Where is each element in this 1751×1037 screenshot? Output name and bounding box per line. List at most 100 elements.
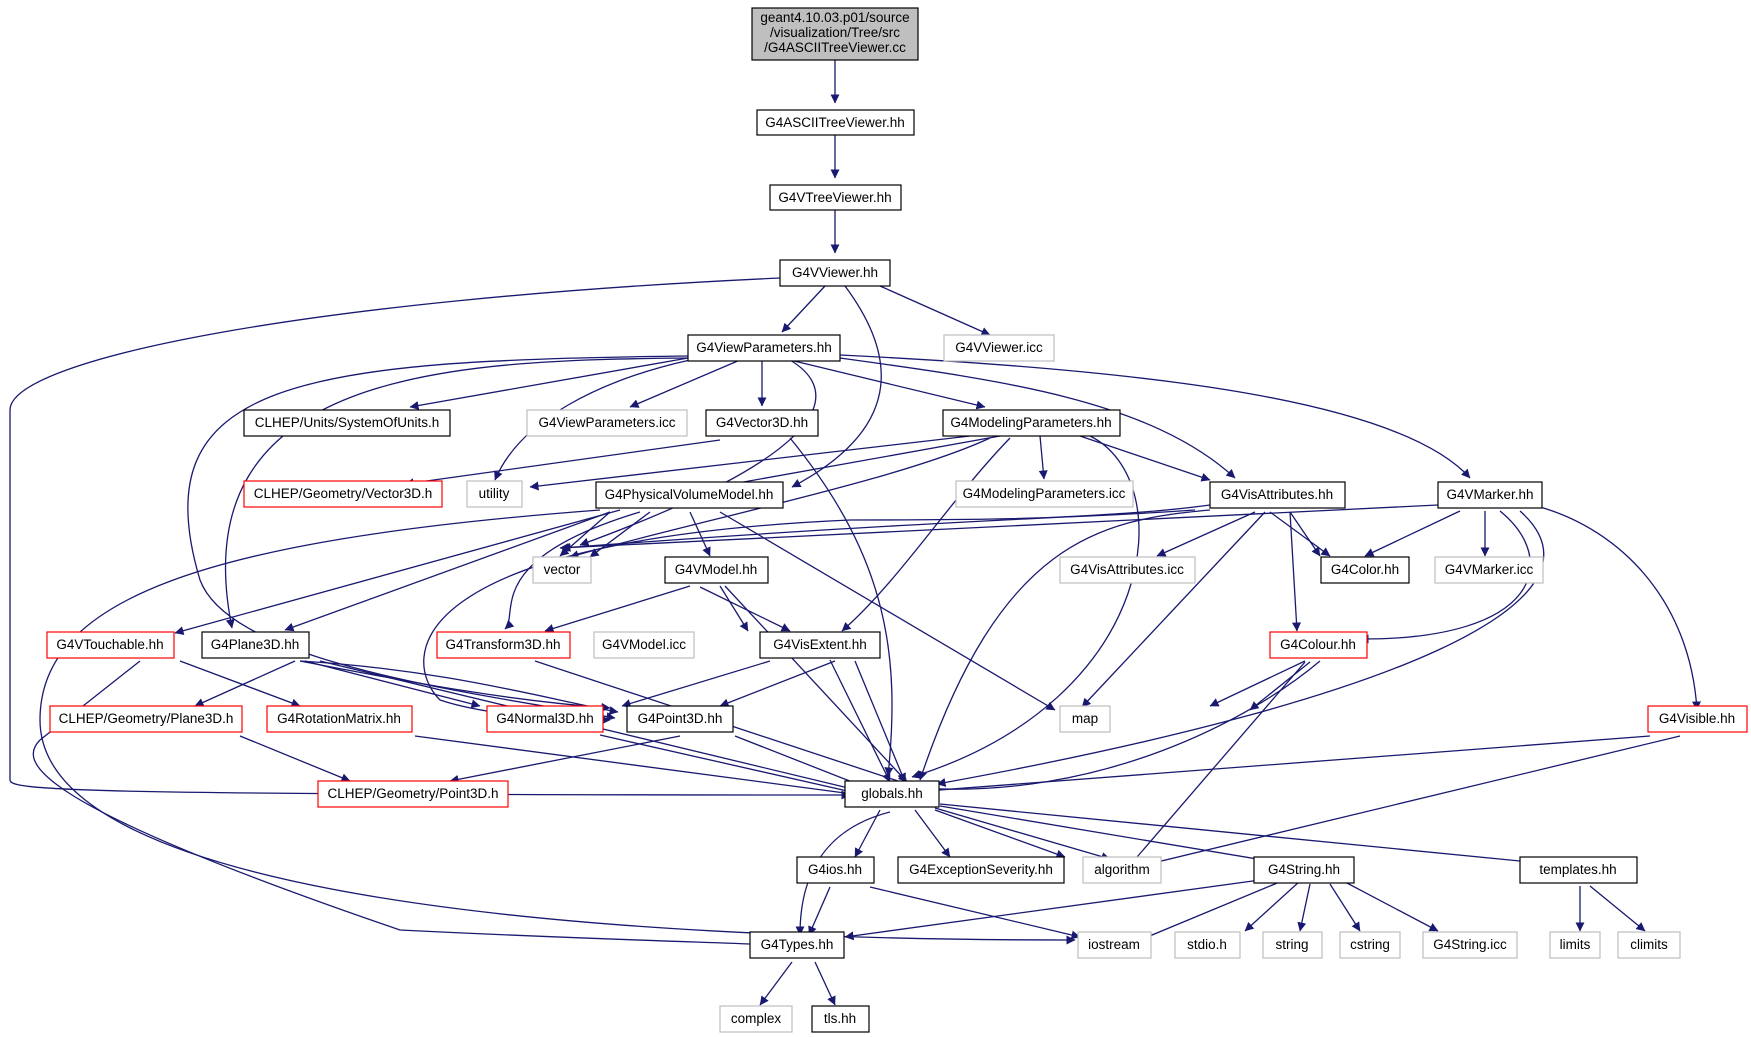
node-g4physicalvolumemodel[interactable]: G4PhysicalVolumeModel.hh [595,481,784,509]
node-label: G4ViewParameters.hh [696,340,832,355]
node-vector[interactable]: vector [532,556,592,584]
node-g4vector3d[interactable]: G4Vector3D.hh [705,409,819,437]
edge [1209,660,1306,707]
root-file-path-line-2: /visualization/Tree/src [770,25,900,40]
node-g4rotationmatrix[interactable]: G4RotationMatrix.hh [266,705,413,733]
edge [1081,511,1266,708]
node-label: G4String.icc [1433,937,1507,952]
edge [854,660,906,783]
node-clhep-geometry-vector3d[interactable]: CLHEP/Geometry/Vector3D.h [243,480,443,508]
node-climits[interactable]: climits [1617,931,1681,959]
edge [239,735,351,782]
node-g4vtreeviewer[interactable]: G4VTreeViewer.hh [769,184,902,211]
edge [841,437,1011,632]
node-g4viewparameters-icc[interactable]: G4ViewParameters.icc [526,409,688,437]
node-label: utility [479,486,510,501]
node-g4string-icc[interactable]: G4String.icc [1422,931,1518,959]
node-g4vviewer-icc[interactable]: G4VViewer.icc [943,334,1055,362]
node-globals[interactable]: globals.hh [844,780,940,808]
edge [299,660,611,712]
node-g4modelingparameters[interactable]: G4ModelingParameters.hh [942,409,1121,437]
node-g4asciitreeviewer[interactable]: G4ASCIITreeViewer.hh [756,109,915,136]
edge [1359,510,1532,644]
node-g4transform3d[interactable]: G4Transform3D.hh [436,631,571,659]
edge [1539,506,1701,711]
node-g4vmarker-icc[interactable]: G4VMarker.icc [1434,556,1544,584]
node-g4string[interactable]: G4String.hh [1253,856,1355,884]
node-g4ios[interactable]: G4ios.hh [796,856,875,884]
node-g4vmarker[interactable]: G4VMarker.hh [1437,481,1543,509]
node-g4exceptionseverity[interactable]: G4ExceptionSeverity.hh [897,856,1065,884]
edge [719,585,749,632]
node-iostream[interactable]: iostream [1077,931,1152,959]
node-label: globals.hh [861,786,923,801]
node-stdio[interactable]: stdio.h [1174,931,1241,959]
edge [174,509,621,636]
node-g4vtouchable[interactable]: G4VTouchable.hh [46,631,175,659]
edge [1244,880,1301,932]
node-clhep-systemofunits[interactable]: CLHEP/Units/SystemOfUnits.h [243,409,451,437]
edge [544,585,691,633]
edge [689,511,711,557]
edge [1156,511,1256,557]
node-g4vmodel[interactable]: G4VModel.hh [664,556,769,584]
edge [936,510,1545,787]
node-label: tls.hh [824,1011,856,1026]
edge [494,359,691,481]
edge [934,809,1066,859]
edge [1119,735,1681,874]
node-string[interactable]: string [1262,931,1323,959]
node-g4colour[interactable]: G4Colour.hh [1269,631,1368,659]
node-g4vviewer[interactable]: G4VViewer.hh [779,259,891,287]
node-label: G4VMarker.hh [1446,487,1533,502]
node-clhep-geometry-plane3d[interactable]: CLHEP/Geometry/Plane3D.h [49,705,243,733]
edge [1269,511,1331,557]
node-g4visattributes-icc[interactable]: G4VisAttributes.icc [1059,556,1196,584]
node-label: map [1072,711,1098,726]
node-label: G4ExceptionSeverity.hh [909,862,1053,877]
edge [179,660,301,708]
edge [808,886,831,936]
node-g4plane3d[interactable]: G4Plane3D.hh [201,631,310,659]
node-templates[interactable]: templates.hh [1519,856,1638,884]
node-utility[interactable]: utility [466,480,523,508]
node-g4point3d[interactable]: G4Point3D.hh [626,705,734,733]
edge [789,359,986,410]
node-label: limits [1560,937,1591,952]
edge [194,660,296,707]
node-clhep-geometry-point3d[interactable]: CLHEP/Geometry/Point3D.h [317,780,509,808]
node-label: complex [731,1011,782,1026]
node-g4visattributes[interactable]: G4VisAttributes.hh [1209,481,1346,509]
node-g4vmodel-icc[interactable]: G4VModel.icc [593,631,695,659]
root-file-node[interactable]: geant4.10.03.p01/source /visualization/T… [751,7,919,61]
node-label: G4Transform3D.hh [445,637,560,652]
node-algorithm[interactable]: algorithm [1082,856,1162,884]
node-label: CLHEP/Units/SystemOfUnits.h [255,415,440,430]
node-label: G4RotationMatrix.hh [277,711,401,726]
node-cstring[interactable]: cstring [1339,931,1401,959]
node-g4modelingparameters-icc[interactable]: G4ModelingParameters.icc [955,480,1134,508]
node-label: G4VModel.hh [675,562,758,577]
node-g4types[interactable]: G4Types.hh [749,931,845,959]
node-g4visextent[interactable]: G4VisExtent.hh [759,631,881,659]
edge [781,285,826,333]
edge [423,509,1196,725]
node-g4viewparameters[interactable]: G4ViewParameters.hh [687,334,841,362]
node-limits[interactable]: limits [1549,931,1601,959]
node-complex[interactable]: complex [719,1005,793,1033]
node-g4color[interactable]: G4Color.hh [1320,556,1410,584]
node-tls[interactable]: tls.hh [811,1005,870,1033]
edge [561,504,1211,552]
edge [839,354,1471,479]
edge [699,586,791,632]
edge [829,659,891,783]
node-g4normal3d[interactable]: G4Normal3D.hh [486,705,604,733]
node-g4visible[interactable]: G4Visible.hh [1647,705,1748,733]
node-map[interactable]: map [1059,705,1111,733]
node-label: G4ASCIITreeViewer.hh [765,115,905,130]
edge [225,357,691,629]
edge [1139,880,1283,941]
edge [1249,661,1311,711]
edge [529,435,971,491]
edge [789,437,894,777]
